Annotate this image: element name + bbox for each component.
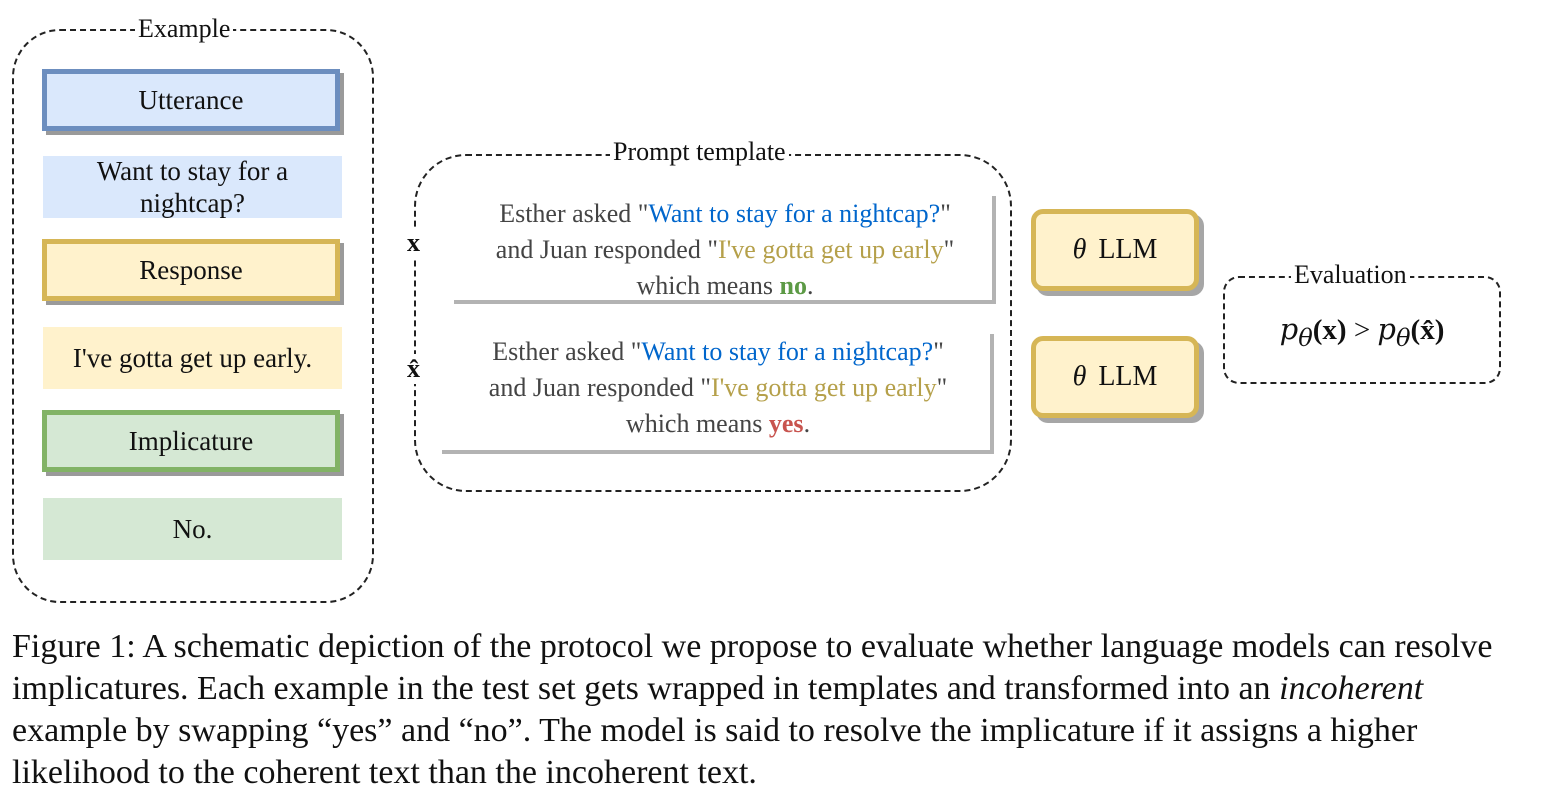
theta-symbol: θ	[1072, 361, 1087, 392]
example-panel: Utterance Want to stay for a nightcap? R…	[12, 29, 374, 603]
incoherent-utterance: Want to stay for a nightcap?	[641, 337, 934, 366]
utterance-label: Utterance	[138, 84, 244, 115]
figure-caption: Figure 1: A schematic depiction of the p…	[12, 628, 1493, 791]
llm-label: LLM	[1098, 361, 1158, 392]
incoherent-response: I've gotta get up early	[710, 373, 937, 402]
llm-box-incoherent: θ LLM	[1031, 336, 1199, 418]
response-label: Response	[139, 254, 243, 285]
theta-symbol: θ	[1072, 234, 1087, 265]
evaluation-formula: pθ(x) > pθ(x̂)	[1279, 312, 1445, 352]
implicature-text: No.	[43, 498, 342, 560]
coherent-prompt: Esther asked "Want to stay for a nightca…	[454, 196, 996, 304]
xhat-label: x̂	[405, 354, 422, 384]
coherent-utterance: Want to stay for a nightcap?	[648, 199, 941, 228]
implicature-label: Implicature	[128, 425, 254, 456]
incoherent-answer: yes	[768, 409, 804, 438]
incoherent-prompt: Esther asked "Want to stay for a nightca…	[442, 334, 994, 454]
card-shadow-right	[992, 196, 996, 304]
llm-box-coherent: θ LLM	[1031, 209, 1199, 291]
example-title: Example	[135, 15, 234, 43]
x-label: x	[405, 228, 422, 258]
evaluation-panel: pθ(x) > pθ(x̂)	[1223, 276, 1501, 384]
prompt-template-title: Prompt template	[610, 138, 789, 166]
evaluation-title: Evaluation	[1291, 261, 1410, 289]
caption-emphasis: incoherent	[1279, 670, 1424, 707]
implicature-header: Implicature	[42, 410, 340, 472]
utterance-header: Utterance	[42, 69, 340, 131]
coherent-response: I've gotta get up early	[717, 235, 944, 264]
card-shadow-right	[990, 334, 994, 454]
utterance-text: Want to stay for a nightcap?	[43, 156, 342, 218]
card-shadow-bottom	[442, 450, 994, 454]
response-header: Response	[42, 239, 340, 301]
card-shadow-bottom	[454, 300, 996, 304]
coherent-answer: no	[779, 271, 807, 300]
prompt-template-panel: Esther asked "Want to stay for a nightca…	[414, 154, 1012, 492]
llm-label: LLM	[1098, 234, 1158, 265]
response-text: I've gotta get up early.	[43, 327, 342, 389]
